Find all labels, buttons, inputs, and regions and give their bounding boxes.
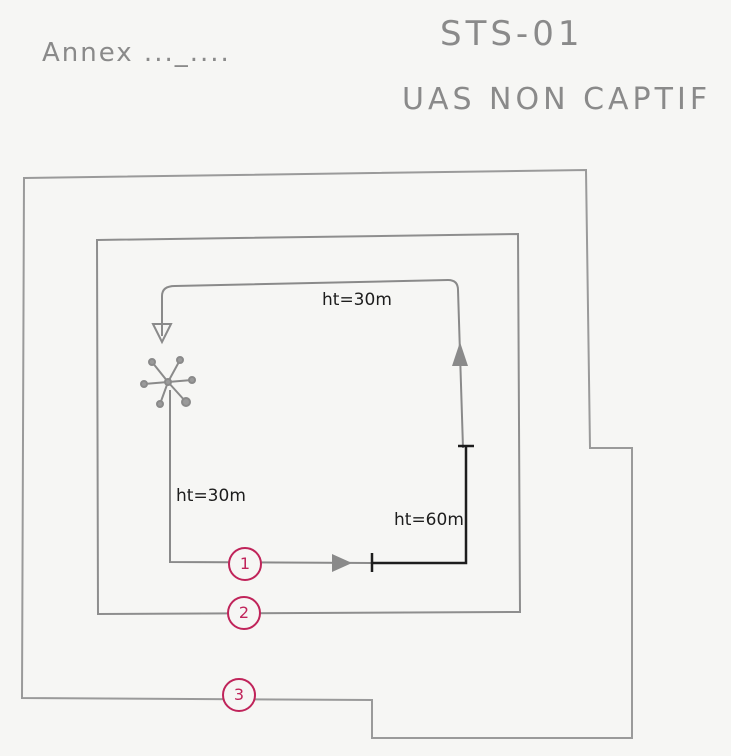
document-subtitle: UAS NON CAPTIF <box>402 82 712 117</box>
flight-path-ink <box>372 446 468 565</box>
height-label-right: ht=60m <box>394 510 464 530</box>
zone-marker-3: 3 <box>222 678 256 712</box>
height-label-left: ht=30m <box>176 486 246 506</box>
flight-path <box>161 278 464 564</box>
zone-marker-2: 2 <box>227 596 261 630</box>
arrow-down-icon <box>151 323 173 345</box>
drone-icon <box>140 356 196 408</box>
zone-2-boundary <box>95 232 522 616</box>
zone-marker-1: 1 <box>228 547 262 581</box>
arrow-right-icon <box>332 554 352 572</box>
annex-label: Annex ..._.... <box>42 38 231 68</box>
arrow-up-icon <box>452 342 468 366</box>
document-code: STS-01 <box>440 14 584 54</box>
zone-3-boundary <box>20 168 633 739</box>
height-label-top: ht=30m <box>322 290 392 310</box>
